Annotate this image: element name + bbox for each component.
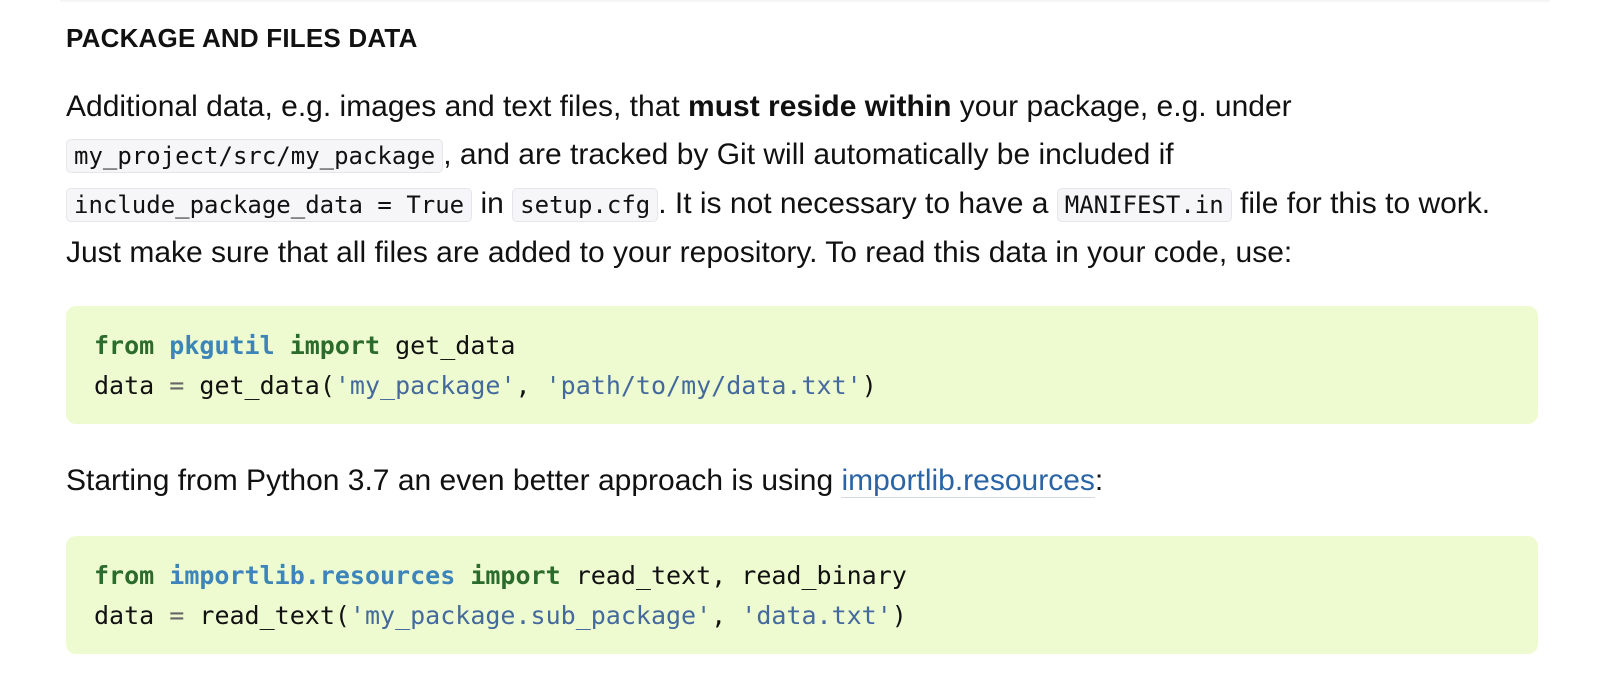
paragraph-package-data: Additional data, e.g. images and text fi…: [66, 83, 1538, 277]
emphasis-text: must reside within: [688, 90, 952, 123]
code-keyword: import: [289, 331, 381, 360]
code-string: 'my_package.sub_package': [349, 601, 712, 630]
code-name: get_data: [395, 331, 516, 360]
text: file for this to work. Just make sure th…: [66, 187, 1491, 269]
code-separator: ,: [515, 371, 546, 400]
code-keyword: from: [94, 331, 155, 360]
code-string: 'my_package': [334, 371, 516, 400]
paragraph-importlib: Starting from Python 3.7 an even better …: [66, 457, 1538, 505]
text: Starting from Python 3.7 an even better …: [66, 464, 842, 497]
inline-code-setup-cfg: setup.cfg: [512, 188, 659, 222]
inline-code-path: my_project/src/my_package: [66, 139, 444, 173]
code-string: 'path/to/my/data.txt': [545, 371, 862, 400]
code-string: 'data.txt': [741, 601, 892, 630]
code-operator: =: [169, 371, 185, 400]
code-module: importlib.resources: [169, 561, 456, 590]
inline-code-option: include_package_data = True: [66, 188, 473, 222]
code-keyword: from: [94, 561, 155, 590]
text: your package, e.g. under: [951, 90, 1292, 123]
text: . It is not necessary to have a: [658, 187, 1057, 220]
code-line: data = get_data('my_package', 'path/to/m…: [94, 366, 1510, 406]
code-line: from pkgutil import get_data: [94, 326, 1510, 366]
code-names: read_text, read_binary: [575, 561, 907, 590]
text: , and are tracked by Git will automatica…: [443, 138, 1174, 171]
code-call: read_text(: [199, 601, 350, 630]
code-separator: ,: [711, 601, 742, 630]
text: :: [1094, 464, 1104, 497]
code-call: get_data(: [199, 371, 335, 400]
code-paren: ): [861, 371, 877, 400]
code-keyword: import: [470, 561, 561, 590]
code-block-importlib[interactable]: from importlib.resources import read_tex…: [66, 536, 1538, 654]
code-line: from importlib.resources import read_tex…: [94, 556, 1510, 596]
code-line: data = read_text('my_package.sub_package…: [94, 596, 1510, 636]
section-heading: PACKAGE AND FILES DATA: [66, 23, 418, 53]
top-divider: [60, 0, 1550, 3]
text: in: [472, 187, 513, 220]
code-variable: data: [94, 371, 155, 400]
importlib-resources-link[interactable]: importlib.resources: [841, 464, 1095, 498]
code-paren: ): [891, 601, 907, 630]
code-variable: data: [94, 601, 155, 630]
inline-code-manifest: MANIFEST.in: [1056, 188, 1232, 222]
text: Additional data, e.g. images and text fi…: [66, 90, 689, 123]
code-module: pkgutil: [169, 331, 275, 360]
code-operator: =: [169, 601, 185, 630]
